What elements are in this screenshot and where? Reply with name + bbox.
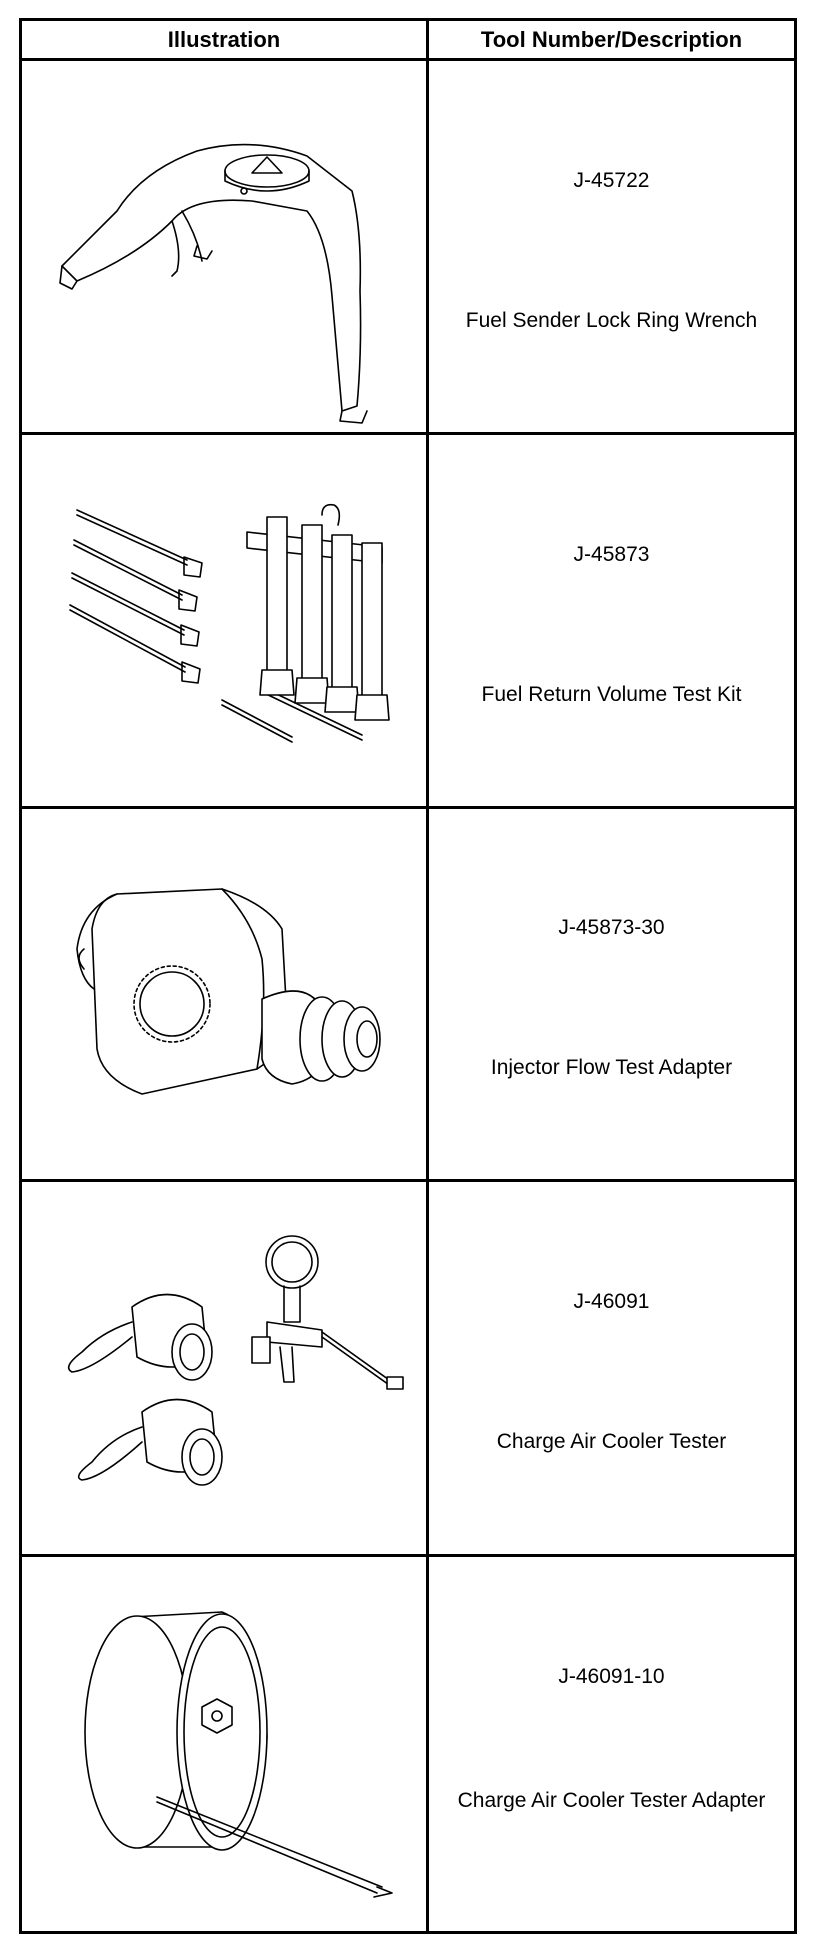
tool-number: J-46091	[573, 1290, 650, 1313]
cooler-tester-icon	[22, 1182, 426, 1554]
tool-description: Injector Flow Test Adapter	[490, 1056, 733, 1079]
cooler-tester-adapter-icon	[22, 1557, 426, 1931]
table-header: Illustration Tool Number/Description	[22, 21, 794, 61]
header-tool-number: Tool Number/Description	[480, 26, 743, 52]
table-row: J-45873 Fuel Return Volume Test Kit	[22, 435, 794, 809]
tool-number: J-45722	[573, 169, 650, 192]
table-row: J-45873-30 Injector Flow Test Adapter	[22, 809, 794, 1182]
return-volume-test-kit-icon	[22, 435, 426, 806]
lock-ring-wrench-icon	[22, 61, 426, 432]
tool-description: Fuel Return Volume Test Kit	[481, 683, 742, 706]
tool-description: Fuel Sender Lock Ring Wrench	[465, 309, 758, 332]
table-row: J-46091 Charge Air Cooler Tester	[22, 1182, 794, 1557]
tool-description: Charge Air Cooler Tester	[496, 1430, 727, 1453]
tool-number: J-45873	[573, 543, 650, 566]
table-row: J-46091-10 Charge Air Cooler Tester Adap…	[22, 1557, 794, 1931]
tool-number: J-45873-30	[558, 916, 665, 939]
tool-description: Charge Air Cooler Tester Adapter	[457, 1789, 766, 1812]
tool-number: J-46091-10	[558, 1665, 665, 1688]
table-row: J-45722 Fuel Sender Lock Ring Wrench	[22, 61, 794, 435]
tools-table: Illustration Tool Number/Description J-4…	[19, 18, 797, 1934]
header-illustration: Illustration	[167, 26, 281, 52]
column-divider	[426, 21, 429, 1931]
flow-test-adapter-icon	[22, 809, 426, 1179]
